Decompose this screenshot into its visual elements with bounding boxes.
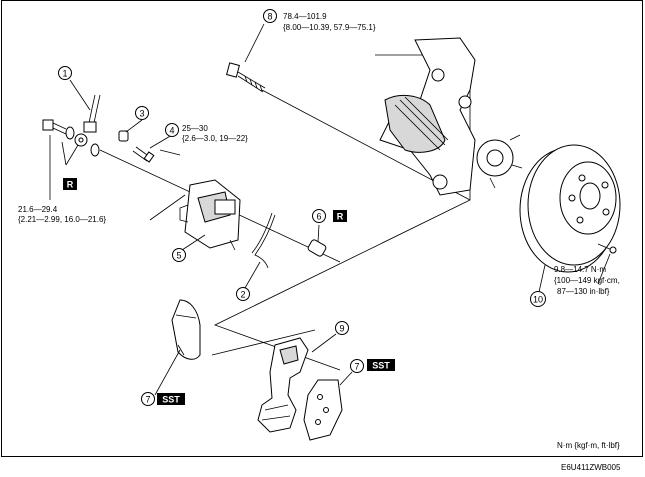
inner-brake-pad bbox=[171, 299, 201, 360]
leader-lines bbox=[49, 23, 611, 396]
caliper-bracket-bolt bbox=[226, 62, 266, 93]
svg-text:1: 1 bbox=[62, 69, 67, 79]
torque-8-line2: {8.00—10.39, 57.9—75.1} bbox=[283, 23, 376, 32]
svg-text:9: 9 bbox=[339, 324, 344, 334]
disc-screw bbox=[597, 243, 617, 254]
callout-6: 6 bbox=[312, 209, 326, 223]
caliper-bracket bbox=[257, 337, 309, 433]
guide-sleeve bbox=[307, 239, 327, 257]
units-note: N·m {kgf·m, ft·lbf} bbox=[557, 441, 620, 450]
callout-4: 4 bbox=[165, 123, 179, 137]
torque-8-line1: 78.4—101.9 bbox=[283, 12, 327, 21]
badge-sst-left: SST bbox=[157, 393, 185, 405]
connecting-bolt bbox=[42, 119, 100, 157]
svg-text:10: 10 bbox=[533, 295, 543, 305]
steering-knuckle bbox=[379, 37, 523, 196]
torque-1-line2: {2.21—2.99, 16.0—21.6} bbox=[18, 215, 106, 224]
svg-text:5: 5 bbox=[176, 251, 181, 261]
callout-1: 1 bbox=[58, 66, 72, 80]
svg-text:R: R bbox=[337, 212, 344, 222]
svg-text:2: 2 bbox=[240, 290, 245, 300]
svg-text:3: 3 bbox=[139, 109, 144, 119]
torque-10-line1: 9.8—14.7 N·m bbox=[554, 265, 606, 274]
badge-r-sleeve: R bbox=[333, 210, 347, 222]
bleeder-cap bbox=[118, 130, 129, 142]
callout-7-left: 7 bbox=[141, 392, 155, 406]
torque-4-line2: {2.6—3.0, 19—22} bbox=[182, 134, 248, 143]
svg-text:SST: SST bbox=[162, 395, 180, 405]
torque-10-line3: 87—130 in·lbf} bbox=[557, 287, 610, 296]
figure-code: E6U411ZWB005 bbox=[561, 463, 621, 472]
torque-4-line1: 25—30 bbox=[182, 124, 208, 133]
torque-10-line2: {100—149 kgf·cm, bbox=[554, 276, 620, 285]
badge-sst-right: SST bbox=[367, 359, 395, 371]
svg-text:4: 4 bbox=[169, 126, 174, 136]
guide-pin bbox=[132, 146, 155, 163]
torque-1-line1: 21.6—29.4 bbox=[18, 205, 58, 214]
brake-hose bbox=[74, 94, 101, 147]
svg-text:7: 7 bbox=[145, 395, 150, 405]
callout-7-right: 7 bbox=[350, 359, 364, 373]
callout-3: 3 bbox=[135, 106, 149, 120]
caliper-spring bbox=[251, 212, 276, 269]
badge-r-hose: R bbox=[63, 178, 77, 190]
svg-text:SST: SST bbox=[372, 361, 390, 371]
callout-10: 10 bbox=[530, 291, 546, 307]
brake-disc bbox=[519, 144, 621, 273]
outer-brake-pad bbox=[303, 379, 343, 441]
svg-text:6: 6 bbox=[316, 212, 321, 222]
callout-2: 2 bbox=[236, 287, 250, 301]
svg-text:R: R bbox=[67, 180, 74, 190]
callout-8: 8 bbox=[263, 9, 277, 23]
svg-text:8: 8 bbox=[267, 12, 272, 22]
callout-5: 5 bbox=[172, 248, 186, 262]
svg-text:7: 7 bbox=[354, 362, 359, 372]
brake-caliper bbox=[179, 179, 241, 251]
callout-9: 9 bbox=[335, 321, 349, 335]
